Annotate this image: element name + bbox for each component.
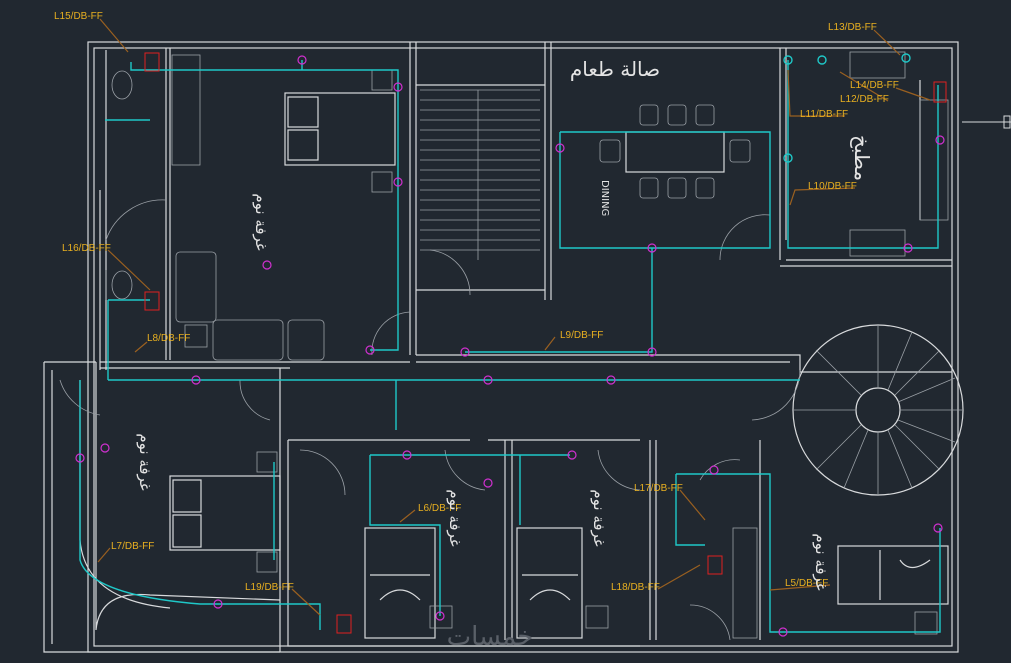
bedroom-label-4: غرفة نوم [590,489,608,546]
label-L14: L14/DB-FF [850,80,899,91]
label-L11: L11/DB-FF [800,109,848,120]
watermark: خمسات [447,622,534,652]
wiring [79,60,941,633]
dining-room-label: صالة طعام [570,57,660,81]
label-L15: L15/DB-FF [54,11,103,22]
label-L19: L19/DB-FF [245,582,294,593]
label-L6: L6/DB-FF [418,503,461,514]
label-L12: L12/DB-FF [840,94,889,105]
room-labels: صالة طعام DINING مطبخ غرفة نوم غرفة نوم … [136,57,874,591]
bed-master [284,92,396,166]
label-L18: L18/DB-FF [611,582,660,593]
bedroom-label-1: غرفة نوم [252,193,270,250]
bedroom-label-2: غرفة نوم [136,433,154,490]
label-L10: L10/DB-FF [808,181,857,192]
label-leaders [97,18,931,616]
label-L8: L8/DB-FF [147,333,190,344]
label-L13: L13/DB-FF [828,22,877,33]
crosshair-cursor [962,115,1011,129]
fixtures [75,52,947,637]
bedroom-label-3: غرفة نوم [446,489,464,546]
label-L7: L7/DB-FF [111,541,154,552]
label-L9: L9/DB-FF [560,330,603,341]
label-L16: L16/DB-FF [62,243,111,254]
label-L5: L5/DB-FF [785,578,828,589]
bed-left [169,475,281,551]
walls [43,41,964,653]
circuit-labels: L15/DB-FF L13/DB-FF L14/DB-FF L12/DB-FF … [54,11,899,593]
dining-en-label: DINING [599,180,610,216]
label-L17: L17/DB-FF [634,483,683,494]
bedroom-label-5: غرفة نوم [812,533,830,590]
kitchen-label: مطبخ [850,135,874,181]
